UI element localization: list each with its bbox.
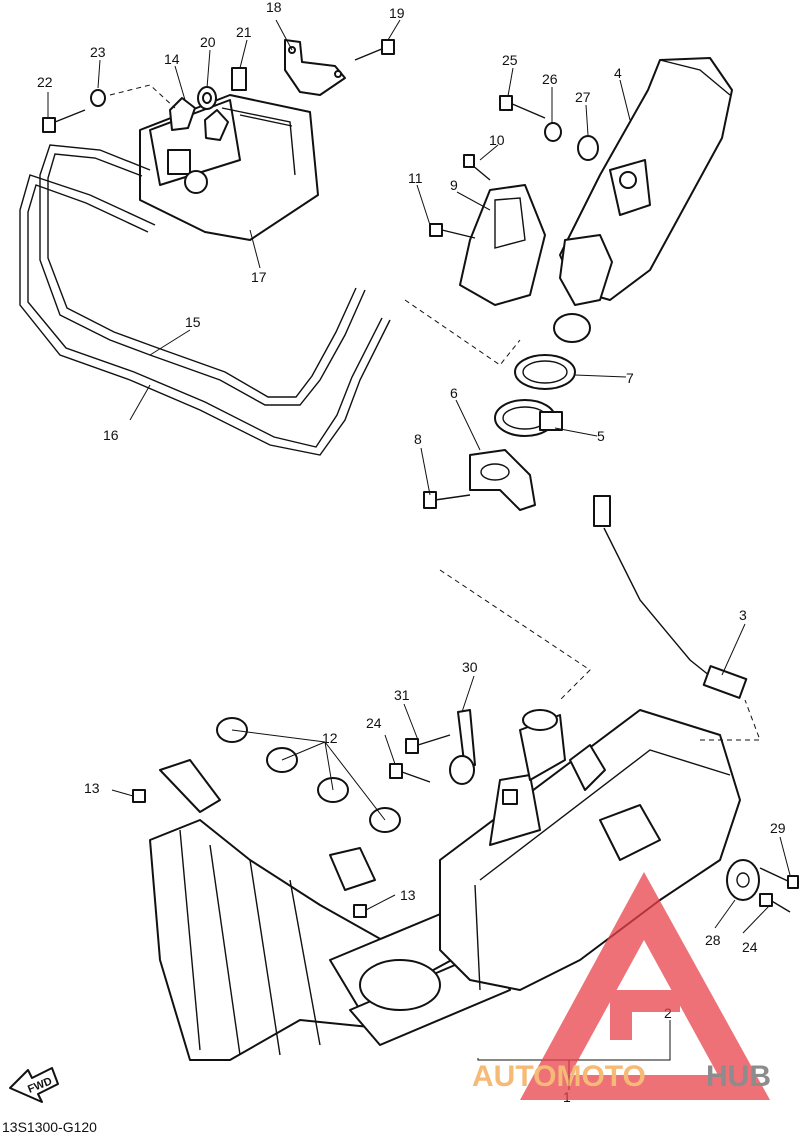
callout-24b: 24: [742, 939, 758, 955]
bracket-18: [284, 39, 346, 96]
muffler-chamber: [439, 709, 741, 991]
grommet-20: [197, 86, 217, 110]
cable-16: [19, 174, 391, 456]
bracket-6: [469, 449, 536, 511]
callout-28: 28: [705, 932, 721, 948]
callout-24a: 24: [366, 715, 382, 731]
callout-10: 10: [489, 132, 505, 148]
callout-13a: 13: [84, 780, 100, 796]
callout-6: 6: [450, 385, 458, 401]
clamp-5: [494, 399, 563, 437]
callout-9: 9: [450, 177, 458, 193]
nut-13a: [132, 789, 146, 803]
callout-12: 12: [322, 730, 338, 746]
washer-23: [90, 89, 106, 107]
bracket-30: [449, 709, 476, 785]
bolt-24b: [759, 893, 791, 913]
callout-31: 31: [394, 687, 410, 703]
callout-19: 19: [389, 5, 405, 21]
protector-9: [459, 184, 546, 306]
callout-25: 25: [502, 52, 518, 68]
exup-servo-assembly: [139, 94, 319, 241]
callout-16: 16: [103, 427, 119, 443]
callout-18: 18: [266, 0, 282, 15]
watermark-brand-1: AUTOMOTO: [472, 1060, 646, 1093]
nut-13b: [353, 904, 367, 918]
callout-4: 4: [614, 65, 622, 81]
callout-3: 3: [739, 607, 747, 623]
leader-lines: [47, 19, 791, 1090]
callout-29: 29: [770, 820, 786, 836]
callout-numbers: 1 2 3 4 5 6 7 8 9 10 11 12 13 13 14 15 1…: [37, 0, 786, 1105]
watermark-triangle-icon: [520, 872, 770, 1100]
callout-17: 17: [251, 269, 267, 285]
bolt-22: [42, 109, 86, 133]
gasket-7: [514, 354, 576, 390]
bolt-24a: [389, 763, 431, 783]
callout-14: 14: [164, 51, 180, 67]
callout-7: 7: [626, 370, 634, 386]
bolt-10: [463, 154, 491, 181]
cable-15: [39, 144, 366, 406]
bolt-29: [759, 867, 799, 889]
callout-11: 11: [408, 170, 423, 186]
callout-22: 22: [37, 74, 53, 90]
exhaust-pipes-1: [149, 819, 511, 1061]
callout-13b: 13: [400, 887, 416, 903]
callout-2: 2: [664, 1005, 672, 1021]
grommet-27: [577, 135, 599, 161]
callout-8: 8: [414, 431, 422, 447]
muffler-4: [553, 57, 733, 343]
flange-left: [159, 759, 221, 813]
callout-27: 27: [575, 89, 591, 105]
gaskets-12: [216, 717, 401, 833]
callout-23: 23: [90, 44, 106, 60]
callout-21: 21: [236, 24, 252, 40]
fwd-arrow-icon: FWD: [9, 1067, 59, 1103]
callout-30: 30: [462, 659, 478, 675]
washer-26: [544, 122, 562, 142]
bolt-8: [423, 491, 471, 509]
flange-right: [329, 847, 376, 891]
collar-21: [231, 67, 247, 91]
o2-sensor-3: [593, 495, 748, 699]
callout-20: 20: [200, 34, 216, 50]
bolt-25: [499, 95, 546, 119]
automotohub-watermark: AUTOMOTO HUB: [472, 872, 771, 1100]
bolt-11: [429, 223, 476, 239]
bolt-31: [405, 734, 451, 754]
diagram-code: 13S1300-G120: [2, 1119, 97, 1135]
callout-15: 15: [185, 314, 201, 330]
callout-5: 5: [597, 428, 605, 444]
bolt-19: [354, 39, 395, 61]
damper-28: [726, 859, 760, 901]
callout-26: 26: [542, 71, 558, 87]
watermark-brand-2: HUB: [706, 1060, 771, 1093]
